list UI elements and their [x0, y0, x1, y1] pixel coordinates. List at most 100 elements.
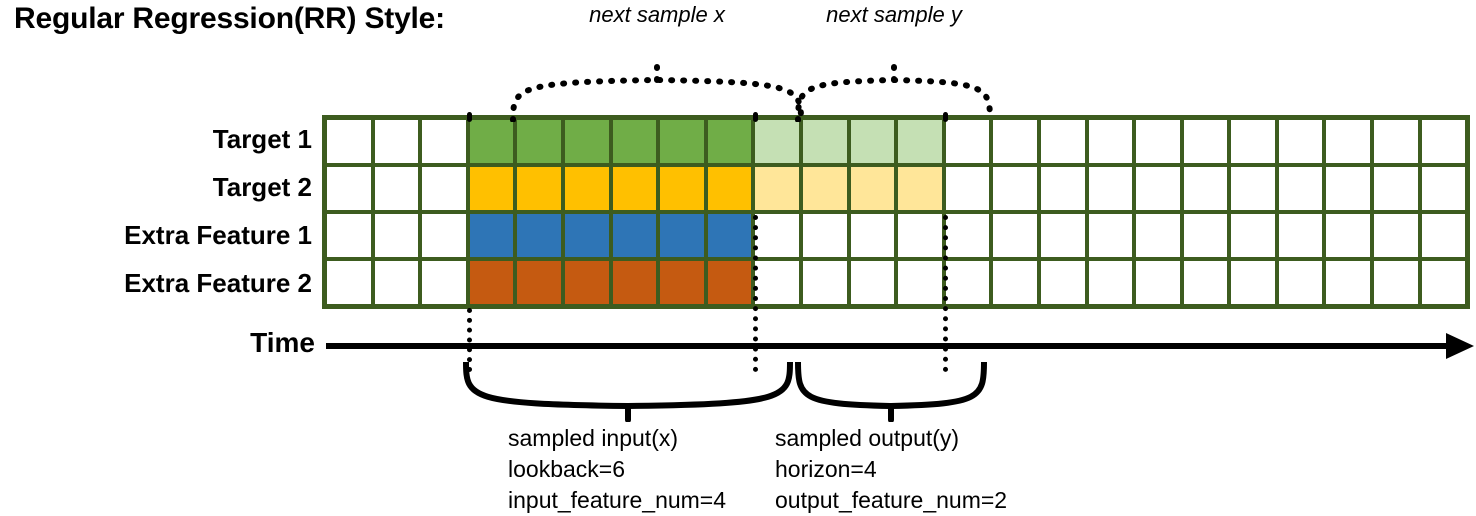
- grid-cell-blank-r1-c21: [1278, 120, 1323, 163]
- guide-output-end-mid: [943, 215, 949, 372]
- grid-cell-blank-r2-c24: [1421, 167, 1466, 210]
- grid-cell-output-r2-c13: [898, 167, 942, 210]
- output-annotation: sampled output(y) horizon=4 output_featu…: [775, 423, 1007, 516]
- grid-cell-input-r3-c9: [707, 214, 752, 257]
- grid-cell-input-r2-c9: [707, 167, 752, 210]
- grid-cell-blank-r3-c20: [1231, 214, 1275, 257]
- grid-cell-blank-r4-c24: [1421, 261, 1466, 304]
- grid-cell-blank-r3-c3: [422, 214, 466, 257]
- time-axis-arrow: [326, 333, 1474, 359]
- grid-cell-blank-r3-c14: [945, 214, 990, 257]
- grid-cell-input-r1-c5: [517, 120, 561, 163]
- grid-cell-input-r4-c9: [707, 261, 752, 304]
- grid-cell-blank-r2-c18: [1136, 167, 1180, 210]
- grid-cell-blank-r3-c21: [1278, 214, 1323, 257]
- grid-cell-blank-r1-c24: [1421, 120, 1466, 163]
- grid-cell-blank-r4-c18: [1136, 261, 1180, 304]
- grid-cell-input-r2-c4: [469, 167, 514, 210]
- grid-cell-input-r3-c6: [564, 214, 609, 257]
- grid-cell-blank-r3-c18: [1136, 214, 1180, 257]
- grid-cell-blank-r3-c19: [1183, 214, 1228, 257]
- grid-cell-blank-r1-c3: [422, 120, 466, 163]
- grid-cell-input-r3-c7: [612, 214, 657, 257]
- input-annotation: sampled input(x) lookback=6 input_featur…: [508, 423, 726, 516]
- grid-cell-blank-r2-c1: [327, 167, 371, 210]
- grid-cell-input-r3-c5: [517, 214, 561, 257]
- grid-cell-blank-r3-c2: [374, 214, 419, 257]
- row-label-1: Target 1: [212, 124, 312, 154]
- guide-input-end-mid: [752, 215, 758, 372]
- grid-cell-blank-r3-c10: [755, 214, 799, 257]
- output-annotation-feature-num: output_feature_num=2: [775, 487, 1008, 513]
- grid-cell-blank-r1-c20: [1231, 120, 1275, 163]
- grid-cell-blank-r1-c18: [1136, 120, 1180, 163]
- grid-cell-blank-r3-c1: [327, 214, 371, 257]
- grid-cell-input-r4-c6: [564, 261, 609, 304]
- grid-cell-output-r2-c10: [755, 167, 799, 210]
- grid-cell-blank-r2-c16: [1040, 167, 1085, 210]
- grid-cell-blank-r4-c15: [993, 261, 1037, 304]
- grid-cell-blank-r1-c2: [374, 120, 419, 163]
- guide-input-start-bottom: [467, 308, 473, 372]
- grid-cell-blank-r2-c3: [422, 167, 466, 210]
- grid-cell-blank-r1-c16: [1040, 120, 1085, 163]
- grid-cell-blank-r1-c19: [1183, 120, 1228, 163]
- guide-output-end-top: [943, 112, 949, 122]
- grid-cell-input-r4-c5: [517, 261, 561, 304]
- grid-cell-output-r1-c11: [802, 120, 847, 163]
- grid-cell-input-r2-c7: [612, 167, 657, 210]
- top-brace-output: [795, 53, 993, 122]
- grid-cell-blank-r4-c19: [1183, 261, 1228, 304]
- grid-cell-input-r1-c9: [707, 120, 752, 163]
- row-label-4: Extra Feature 2: [124, 268, 312, 298]
- grid-cell-blank-r4-c11: [802, 261, 847, 304]
- grid-cell-blank-r3-c13: [898, 214, 942, 257]
- grid-cell-blank-r2-c20: [1231, 167, 1275, 210]
- bottom-brace-output: [795, 361, 987, 422]
- grid-cell-blank-r1-c15: [993, 120, 1037, 163]
- grid-cell-output-r1-c13: [898, 120, 942, 163]
- grid-cell-blank-r2-c17: [1088, 167, 1133, 210]
- grid-cell-blank-r1-c23: [1374, 120, 1418, 163]
- grid-cell-input-r1-c4: [469, 120, 514, 163]
- grid-cell-input-r1-c7: [612, 120, 657, 163]
- grid-cell-blank-r1-c22: [1326, 120, 1371, 163]
- grid-cell-blank-r3-c11: [802, 214, 847, 257]
- bottom-brace-input: [463, 361, 793, 422]
- grid-cell-blank-r3-c23: [1374, 214, 1418, 257]
- grid-cell-input-r4-c4: [469, 261, 514, 304]
- grid-cell-blank-r3-c16: [1040, 214, 1085, 257]
- grid-cell-blank-r3-c22: [1326, 214, 1371, 257]
- grid-cell-input-r4-c7: [612, 261, 657, 304]
- input-annotation-feature-num: input_feature_num=4: [508, 487, 727, 513]
- grid-cell-input-r2-c5: [517, 167, 561, 210]
- grid-cell-blank-r1-c17: [1088, 120, 1133, 163]
- output-annotation-title: sampled output(y): [775, 425, 960, 451]
- grid-cell-blank-r2-c21: [1278, 167, 1323, 210]
- grid-cell-output-r1-c12: [850, 120, 895, 163]
- grid-cell-blank-r4-c23: [1374, 261, 1418, 304]
- grid-cell-blank-r4-c14: [945, 261, 990, 304]
- top-brace-input-label: next sample x: [589, 2, 725, 27]
- grid-cell-blank-r1-c1: [327, 120, 371, 163]
- time-axis-label: Time: [250, 327, 315, 358]
- grid-cell-blank-r3-c12: [850, 214, 895, 257]
- guide-input-end-top: [752, 112, 758, 122]
- timeline-grid: [322, 115, 1471, 309]
- top-brace-output-label: next sample y: [826, 2, 962, 27]
- grid-cell-blank-r4-c17: [1088, 261, 1133, 304]
- grid-cell-blank-r2-c22: [1326, 167, 1371, 210]
- grid-cell-input-r3-c8: [660, 214, 704, 257]
- grid-cell-blank-r4-c12: [850, 261, 895, 304]
- input-annotation-lookback: lookback=6: [508, 456, 625, 482]
- grid-cell-input-r1-c8: [660, 120, 704, 163]
- grid-cell-blank-r3-c15: [993, 214, 1037, 257]
- grid-cell-blank-r2-c2: [374, 167, 419, 210]
- grid-cell-blank-r3-c17: [1088, 214, 1133, 257]
- row-label-3: Extra Feature 1: [124, 220, 312, 250]
- grid-cell-blank-r4-c20: [1231, 261, 1275, 304]
- grid-cell-blank-r4-c21: [1278, 261, 1323, 304]
- grid-cell-input-r2-c8: [660, 167, 704, 210]
